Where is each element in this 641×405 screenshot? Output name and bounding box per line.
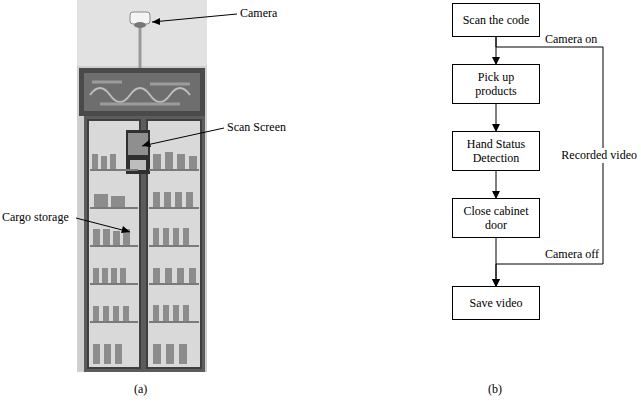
flow-arrow [496,171,497,198]
process-box: Hand Status Detection [452,131,540,171]
text-label: (a) [134,382,147,396]
process-box: Save video [452,286,540,320]
process-box: Scan the code [452,3,540,37]
box-text: Hand Status Detection [457,137,535,166]
box-text: Pick up products [457,70,535,99]
flow-arrow [496,104,497,131]
box-text: Save video [470,296,523,310]
text-label: Camera [240,6,277,20]
box-text: Scan the code [463,13,530,27]
text-label: Scan Screen [227,120,286,134]
text-label: Camera off [545,247,599,261]
edge-label: Recorded video [560,148,638,162]
text-label: (b) [488,382,502,396]
process-box: Close cabinet door [452,198,540,238]
process-box: Pick up products [452,64,540,104]
text-label: Cargo storage [2,210,69,224]
text-label: Camera on [545,32,597,46]
box-text: Close cabinet door [457,204,535,233]
